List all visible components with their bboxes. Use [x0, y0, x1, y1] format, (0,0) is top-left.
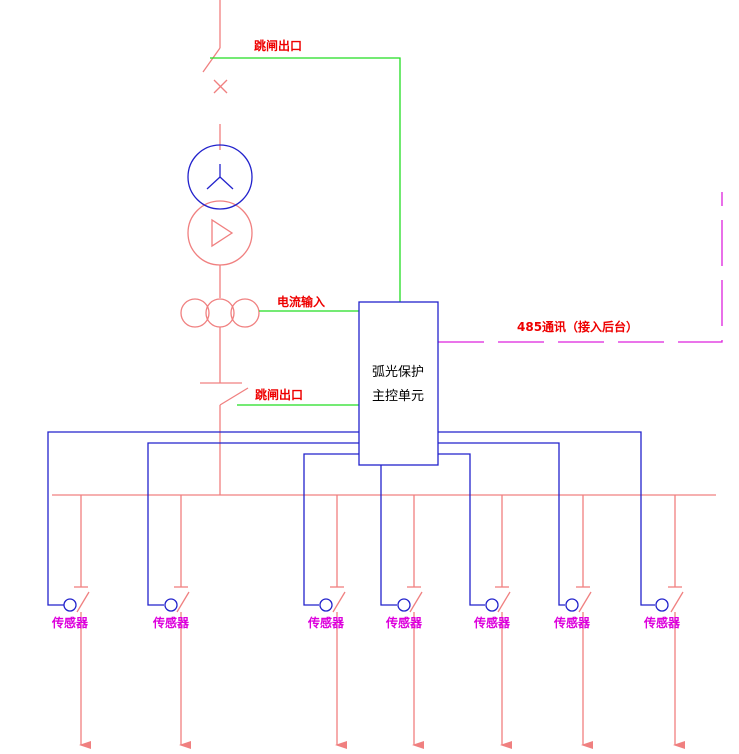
current-transformer [180, 298, 260, 328]
transformer-lower-winding [187, 200, 253, 266]
sensor-icon-3 [319, 598, 333, 612]
disconnector-blade [219, 387, 249, 406]
control-unit-box [358, 301, 439, 466]
label-rs485-comm: 485通讯（接入后台） [517, 319, 638, 334]
sensor-wire-4 [380, 465, 397, 606]
sensor-wire-2 [147, 442, 359, 606]
sensor-wire-5 [438, 453, 485, 606]
sensor-icon-4 [397, 598, 411, 612]
sensor-label-5: 传感器 [473, 615, 511, 630]
sensor-icon-6 [565, 598, 579, 612]
wye-winding-icon [206, 164, 234, 190]
sensor-label-6: 传感器 [553, 615, 591, 630]
trip-outlet-top-wire [210, 57, 401, 302]
sensor-icon-7 [655, 598, 669, 612]
feeder-switch-blade-6 [578, 591, 592, 613]
label-trip-outlet-top: 跳闸出口 [254, 38, 302, 53]
main-control-unit [358, 301, 439, 466]
rs485-comm-line [438, 192, 723, 343]
incoming-feeder [180, 0, 260, 495]
feeder-switch-blade-4 [409, 591, 423, 613]
feeder-switch-blade-7 [670, 591, 684, 613]
transformer-upper-winding [187, 144, 253, 210]
sensor-icon-1 [63, 598, 77, 612]
breaker-x-mark [213, 79, 228, 94]
sensor-wire-7 [438, 431, 655, 606]
sensor-icon-2 [164, 598, 178, 612]
feeder-switch-blade-3 [332, 591, 346, 613]
feeder-switch-blade-2 [176, 591, 190, 613]
sensor-label-2: 传感器 [152, 615, 190, 630]
sensor-wire-6 [438, 442, 565, 606]
top-breaker-blade [202, 47, 221, 73]
feeder-switch-blade-5 [497, 591, 511, 613]
sensor-label-1: 传感器 [51, 615, 89, 630]
control-unit-label-line1: 弧光保护 [372, 365, 424, 380]
sensor-label-3: 传感器 [307, 615, 345, 630]
sensor-label-7: 传感器 [643, 615, 681, 630]
sensor-wire-3 [303, 453, 359, 606]
control-wiring [210, 57, 401, 406]
delta-winding-icon [211, 218, 234, 248]
label-current-input: 电流输入 [277, 294, 325, 309]
feeder-branches: 传感器 传感器 传感器 传感器 传感器 传感器 传感器 [47, 431, 685, 749]
sensor-wire-1 [47, 431, 359, 606]
label-trip-outlet-mid: 跳闸出口 [255, 387, 303, 402]
control-unit-label-line2: 主控单元 [372, 389, 424, 404]
feeder-switch-blade-1 [76, 591, 90, 613]
sensor-icon-5 [485, 598, 499, 612]
sensor-label-4: 传感器 [385, 615, 423, 630]
